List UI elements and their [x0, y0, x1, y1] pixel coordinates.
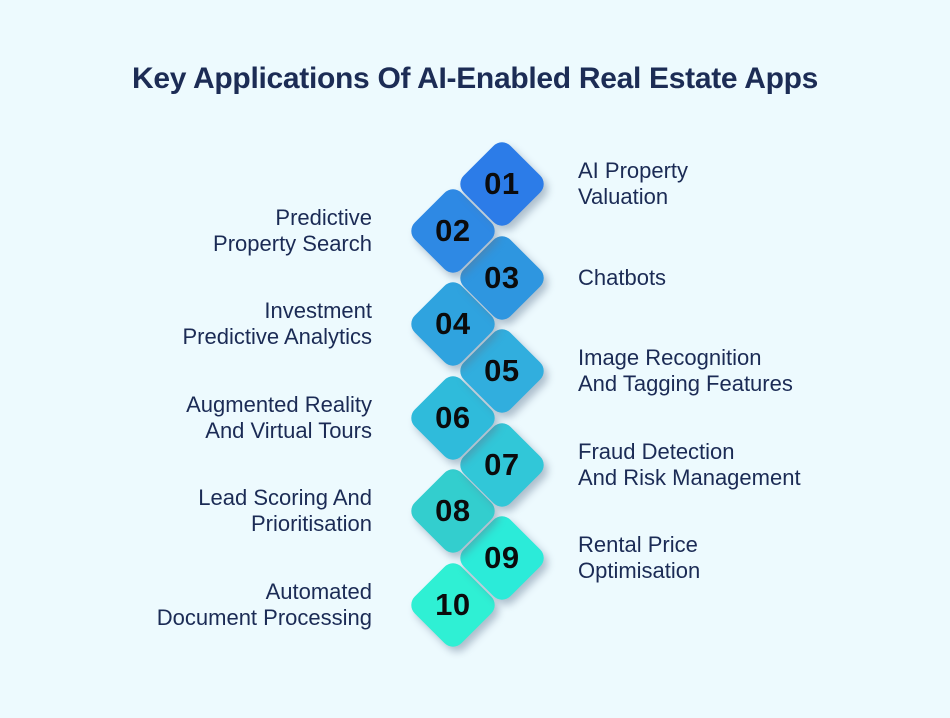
label-ai-property-valuation: AI Property Valuation: [578, 158, 908, 210]
diamond-01-shape: 01: [455, 137, 549, 231]
label-line: And Virtual Tours: [205, 418, 372, 443]
label-line: Property Search: [213, 231, 372, 256]
label-line: Valuation: [578, 184, 669, 209]
label-line: Fraud Detection: [578, 439, 735, 464]
label-line: Augmented Reality: [186, 392, 372, 417]
label-line: Lead Scoring And: [198, 485, 372, 510]
diamond-01-number: 01: [484, 165, 520, 201]
diamond-02-number: 02: [435, 212, 471, 248]
diamond-04-number: 04: [435, 305, 471, 341]
label-investment-predictive-analytics: Investment Predictive Analytics: [42, 298, 372, 350]
diamond-03-number: 03: [484, 259, 520, 295]
diamond-07-number: 07: [484, 446, 520, 482]
label-line: Document Processing: [156, 605, 372, 630]
page-title: Key Applications Of AI-Enabled Real Esta…: [131, 62, 819, 95]
label-fraud-detection-risk: Fraud Detection And Risk Management: [578, 439, 908, 491]
diamond-01: 01: [455, 137, 549, 231]
label-line: Investment: [264, 298, 372, 323]
diamond-06-number: 06: [435, 399, 471, 435]
label-automated-document-processing: Automated Document Processing: [42, 579, 372, 631]
label-lead-scoring-prioritisation: Lead Scoring And Prioritisation: [42, 485, 372, 537]
label-line: Chatbots: [578, 265, 667, 290]
label-line: Prioritisation: [250, 511, 372, 536]
label-line: And Risk Management: [578, 465, 801, 490]
label-line: Automated: [265, 579, 372, 604]
label-augmented-reality-virtual-tours: Augmented Reality And Virtual Tours: [42, 392, 372, 444]
diamond-05-number: 05: [484, 352, 520, 388]
diamond-10-number: 10: [435, 586, 471, 622]
diamond-09-number: 09: [484, 539, 520, 575]
label-predictive-property-search: Predictive Property Search: [42, 205, 372, 257]
diamond-08-number: 08: [435, 492, 471, 528]
label-line: Rental Price: [578, 532, 698, 557]
label-line: Predictive: [275, 205, 372, 230]
label-image-recognition-tagging: Image Recognition And Tagging Features: [578, 345, 908, 397]
label-line: Optimisation: [578, 558, 701, 583]
label-line: And Tagging Features: [578, 371, 793, 396]
label-chatbots: Chatbots: [578, 265, 908, 291]
label-line: AI Property: [578, 158, 689, 183]
label-line: Image Recognition: [578, 345, 762, 370]
label-rental-price-optimisation: Rental Price Optimisation: [578, 532, 908, 584]
label-line: Predictive Analytics: [182, 324, 372, 349]
